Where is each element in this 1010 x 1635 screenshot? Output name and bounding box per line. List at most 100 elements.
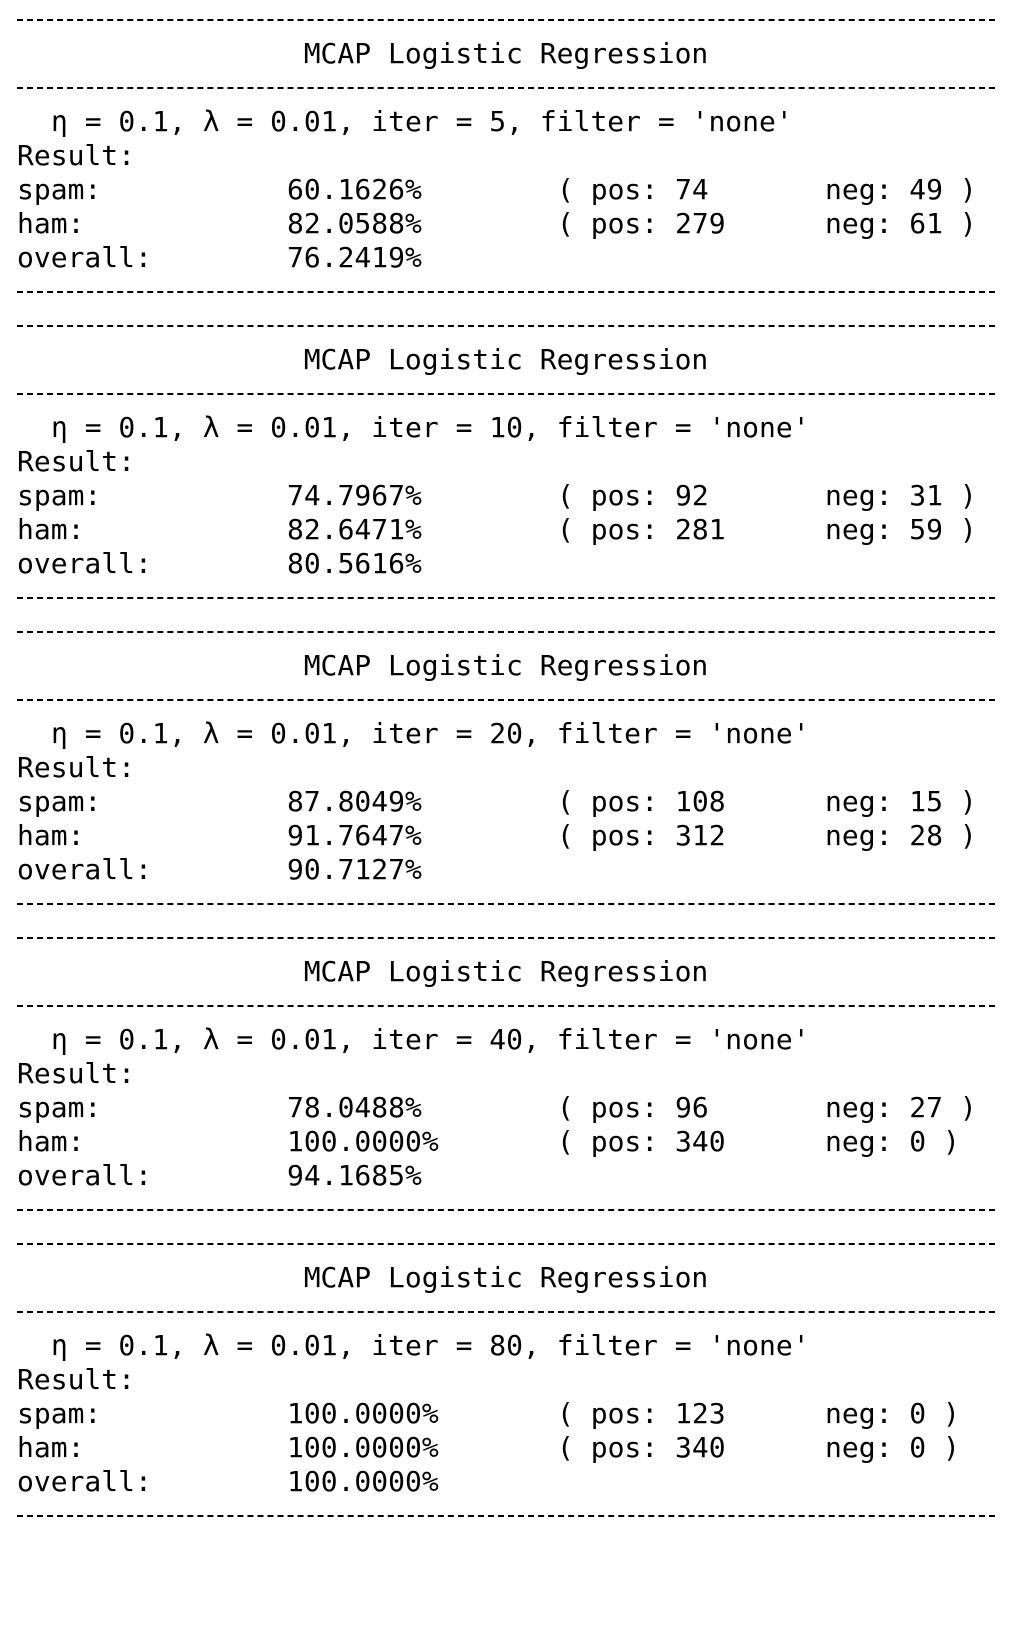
row-percentage: 60.1626% xyxy=(287,173,422,206)
dashed-divider xyxy=(17,377,995,411)
dashed-divider xyxy=(17,1295,995,1329)
spam-row: spam: 87.8049% ( pos: 108 neg: 15 ) xyxy=(17,785,995,819)
row-percentage: 100.0000% xyxy=(287,1465,439,1498)
row-percentage: 80.5616% xyxy=(287,547,422,580)
ham-row: ham: 82.0588% ( pos: 279 neg: 61 ) xyxy=(17,207,995,241)
row-percentage: 90.7127% xyxy=(287,853,422,886)
block-title: MCAP Logistic Regression xyxy=(303,343,709,376)
spam-row: spam: 100.0000% ( pos: 123 neg: 0 ) xyxy=(17,1397,995,1431)
result-block-4: MCAP Logistic Regression η = 0.1, λ = 0.… xyxy=(17,921,995,1227)
ham-row: ham: 91.7647% ( pos: 312 neg: 28 ) xyxy=(17,819,995,853)
ham-row: ham: 82.6471% ( pos: 281 neg: 59 ) xyxy=(17,513,995,547)
row-label: overall: xyxy=(17,1465,152,1498)
dashed-divider xyxy=(17,989,995,1023)
parameters-line: η = 0.1, λ = 0.01, iter = 80, filter = '… xyxy=(51,1329,810,1362)
row-positive-count: ( pos: 312 xyxy=(557,819,726,852)
row-negative-count: neg: 31 ) xyxy=(825,479,977,512)
row-label: spam: xyxy=(17,1091,102,1124)
row-label: spam: xyxy=(17,479,102,512)
result-block-2: MCAP Logistic Regression η = 0.1, λ = 0.… xyxy=(17,309,995,615)
block-title: MCAP Logistic Regression xyxy=(303,37,709,70)
row-label: overall: xyxy=(17,547,152,580)
row-negative-count: neg: 28 ) xyxy=(825,819,977,852)
row-label: overall: xyxy=(17,241,152,274)
dashed-divider xyxy=(17,1227,995,1261)
dashed-divider xyxy=(17,71,995,105)
dashed-divider xyxy=(17,615,995,649)
row-percentage: 82.0588% xyxy=(287,207,422,240)
row-negative-count: neg: 59 ) xyxy=(825,513,977,546)
ham-row: ham: 100.0000% ( pos: 340 neg: 0 ) xyxy=(17,1125,995,1159)
row-label: spam: xyxy=(17,1397,102,1430)
result-block-5: MCAP Logistic Regression η = 0.1, λ = 0.… xyxy=(17,1227,995,1533)
terminal-output: MCAP Logistic Regression η = 0.1, λ = 0.… xyxy=(17,3,995,1533)
row-label: ham: xyxy=(17,1125,85,1158)
row-label: spam: xyxy=(17,785,102,818)
row-positive-count: ( pos: 92 xyxy=(557,479,709,512)
row-positive-count: ( pos: 281 xyxy=(557,513,726,546)
row-label: ham: xyxy=(17,1431,85,1464)
row-negative-count: neg: 27 ) xyxy=(825,1091,977,1124)
row-positive-count: ( pos: 108 xyxy=(557,785,726,818)
dashed-divider xyxy=(17,1499,995,1533)
row-percentage: 74.7967% xyxy=(287,479,422,512)
row-label: ham: xyxy=(17,207,85,240)
row-positive-count: ( pos: 74 xyxy=(557,173,709,206)
dashed-divider xyxy=(17,3,995,37)
result-heading: Result: xyxy=(17,139,136,172)
dashed-divider xyxy=(17,309,995,343)
spam-row: spam: 78.0488% ( pos: 96 neg: 27 ) xyxy=(17,1091,995,1125)
result-heading: Result: xyxy=(17,1057,136,1090)
row-negative-count: neg: 0 ) xyxy=(825,1431,960,1464)
row-negative-count: neg: 15 ) xyxy=(825,785,977,818)
row-label: overall: xyxy=(17,853,152,886)
block-title: MCAP Logistic Regression xyxy=(303,1261,709,1294)
row-percentage: 78.0488% xyxy=(287,1091,422,1124)
overall-row: overall: 100.0000% xyxy=(17,1465,995,1499)
row-negative-count: neg: 0 ) xyxy=(825,1397,960,1430)
row-percentage: 87.8049% xyxy=(287,785,422,818)
row-label: overall: xyxy=(17,1159,152,1192)
row-negative-count: neg: 61 ) xyxy=(825,207,977,240)
dashed-divider xyxy=(17,683,995,717)
row-negative-count: neg: 0 ) xyxy=(825,1125,960,1158)
row-percentage: 100.0000% xyxy=(287,1397,439,1430)
parameters-line: η = 0.1, λ = 0.01, iter = 10, filter = '… xyxy=(51,411,810,444)
row-percentage: 94.1685% xyxy=(287,1159,422,1192)
row-positive-count: ( pos: 340 xyxy=(557,1125,726,1158)
row-positive-count: ( pos: 123 xyxy=(557,1397,726,1430)
overall-row: overall: 90.7127% xyxy=(17,853,995,887)
dashed-divider xyxy=(17,275,995,309)
overall-row: overall: 94.1685% xyxy=(17,1159,995,1193)
dashed-divider xyxy=(17,581,995,615)
row-label: spam: xyxy=(17,173,102,206)
row-label: ham: xyxy=(17,513,85,546)
row-positive-count: ( pos: 279 xyxy=(557,207,726,240)
parameters-line: η = 0.1, λ = 0.01, iter = 5, filter = 'n… xyxy=(51,105,793,138)
row-label: ham: xyxy=(17,819,85,852)
dashed-divider xyxy=(17,887,995,921)
row-percentage: 76.2419% xyxy=(287,241,422,274)
ham-row: ham: 100.0000% ( pos: 340 neg: 0 ) xyxy=(17,1431,995,1465)
block-title: MCAP Logistic Regression xyxy=(303,649,709,682)
row-percentage: 91.7647% xyxy=(287,819,422,852)
row-positive-count: ( pos: 96 xyxy=(557,1091,709,1124)
row-positive-count: ( pos: 340 xyxy=(557,1431,726,1464)
spam-row: spam: 60.1626% ( pos: 74 neg: 49 ) xyxy=(17,173,995,207)
spam-row: spam: 74.7967% ( pos: 92 neg: 31 ) xyxy=(17,479,995,513)
row-negative-count: neg: 49 ) xyxy=(825,173,977,206)
result-heading: Result: xyxy=(17,751,136,784)
result-heading: Result: xyxy=(17,1363,136,1396)
result-heading: Result: xyxy=(17,445,136,478)
block-title: MCAP Logistic Regression xyxy=(303,955,709,988)
parameters-line: η = 0.1, λ = 0.01, iter = 40, filter = '… xyxy=(51,1023,810,1056)
result-block-1: MCAP Logistic Regression η = 0.1, λ = 0.… xyxy=(17,3,995,309)
row-percentage: 100.0000% xyxy=(287,1125,439,1158)
overall-row: overall: 80.5616% xyxy=(17,547,995,581)
result-block-3: MCAP Logistic Regression η = 0.1, λ = 0.… xyxy=(17,615,995,921)
dashed-divider xyxy=(17,1193,995,1227)
row-percentage: 82.6471% xyxy=(287,513,422,546)
dashed-divider xyxy=(17,921,995,955)
overall-row: overall: 76.2419% xyxy=(17,241,995,275)
parameters-line: η = 0.1, λ = 0.01, iter = 20, filter = '… xyxy=(51,717,810,750)
